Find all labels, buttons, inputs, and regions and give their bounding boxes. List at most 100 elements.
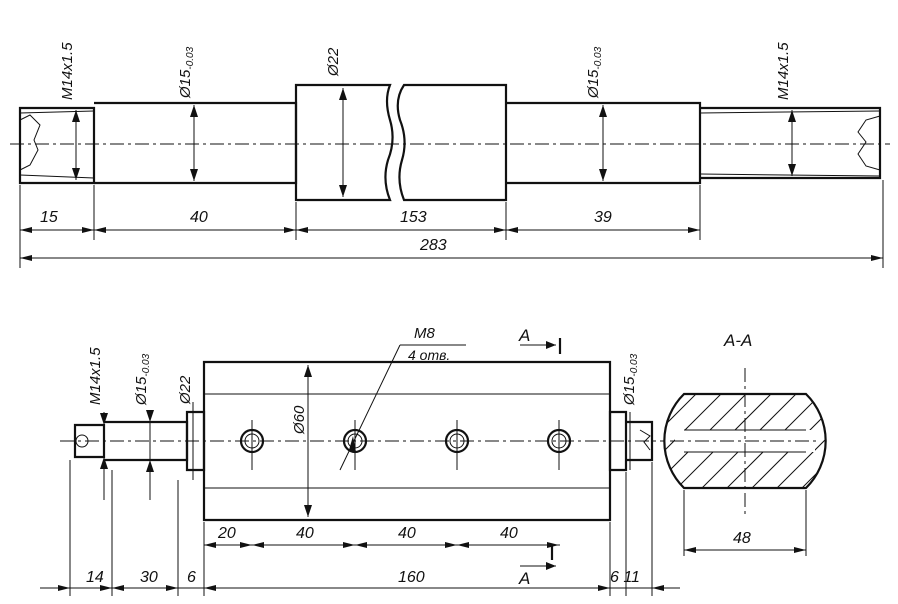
shaft-center-body-right <box>396 83 508 202</box>
dim-153: 153 <box>400 209 427 226</box>
arrowhead <box>100 585 112 591</box>
shaft-right-thread-end <box>700 106 882 180</box>
arrowhead <box>355 542 367 548</box>
hatch-line <box>734 409 826 488</box>
arrowhead <box>146 460 154 472</box>
arrowhead <box>146 410 154 422</box>
arrowhead <box>304 505 312 517</box>
arrowhead <box>112 585 124 591</box>
arrowhead <box>72 110 80 122</box>
thread-line <box>19 110 95 114</box>
hatch-line <box>664 394 751 461</box>
section-a-a: A-A 48 <box>663 331 827 556</box>
arrowhead <box>94 227 106 233</box>
arrowhead <box>190 169 198 181</box>
roller-dia60-label: Ø60 <box>291 405 308 435</box>
arrowhead <box>72 168 80 180</box>
arrowhead <box>445 542 457 548</box>
arrowhead <box>166 585 178 591</box>
section-mark-bottom: A <box>518 569 530 588</box>
arrowhead <box>652 585 664 591</box>
arrowhead <box>599 169 607 181</box>
arrowhead <box>598 585 610 591</box>
arrowhead <box>252 542 264 548</box>
arrowhead <box>546 562 556 570</box>
hatch-line <box>719 399 826 488</box>
dim-39: 39 <box>594 209 612 226</box>
bottom-length-dims: 20 40 40 40 14 30 6 160 6 11 <box>40 460 680 596</box>
thread-line <box>19 174 95 179</box>
arrowhead <box>304 365 312 377</box>
roller-thread-label: M14x1.5 <box>87 347 104 405</box>
section-title: A-A <box>723 331 752 350</box>
dim-14: 14 <box>86 569 104 586</box>
shaft-center-body-left <box>294 83 394 202</box>
left-center-hole <box>19 114 41 171</box>
dim-40: 40 <box>190 209 208 226</box>
arrowhead <box>240 542 252 548</box>
roller-right-collar <box>608 410 628 472</box>
arrowhead <box>100 457 108 469</box>
shaft-top-view <box>10 83 890 202</box>
right-center-hole <box>639 429 651 451</box>
arrowhead <box>599 105 607 117</box>
arrowhead <box>284 227 296 233</box>
thread-left-label: M14x1.5 <box>59 42 76 100</box>
arrowhead <box>339 185 347 197</box>
arrowhead <box>788 164 796 176</box>
arrowhead <box>457 542 469 548</box>
arrowhead <box>296 227 308 233</box>
dim-6-11: 6 11 <box>610 569 640 586</box>
dim-15: 15 <box>40 209 58 226</box>
arrowhead <box>546 341 556 349</box>
arrowhead <box>343 542 355 548</box>
arrowhead <box>82 227 94 233</box>
dim-40a: 40 <box>296 525 314 542</box>
right-center-hole <box>857 115 881 171</box>
hole-count: 4 отв. <box>408 347 450 363</box>
roller-bottom-view <box>60 360 665 522</box>
shaft-left-thread-end <box>18 106 96 185</box>
arrowhead <box>339 88 347 100</box>
hatch-line <box>749 419 826 488</box>
bottom-diameter-callouts: M14x1.5 Ø15-0.03 Ø22 Ø60 Ø15-0.03 M8 4 о… <box>87 325 640 588</box>
arrowhead <box>494 227 506 233</box>
roller-dia22-label: Ø22 <box>177 375 194 405</box>
section-width-dim: 48 <box>733 530 751 547</box>
m8-holes <box>239 420 572 470</box>
leader-line <box>339 344 401 471</box>
hole-label: M8 <box>414 325 435 342</box>
dim-6: 6 <box>187 569 196 586</box>
section-hatching <box>664 394 826 488</box>
arrowhead <box>788 110 796 122</box>
arrowhead <box>547 542 559 548</box>
arrowhead <box>20 255 32 261</box>
dim-40b: 40 <box>398 525 416 542</box>
section-mark-top: A <box>518 326 530 345</box>
arrowhead <box>506 227 518 233</box>
arrowhead <box>871 255 883 261</box>
dim-283: 283 <box>419 237 447 254</box>
dim-160: 160 <box>398 569 425 586</box>
dia-right-label: Ø15-0.03 <box>585 46 604 99</box>
arrowhead <box>349 436 356 452</box>
arrowhead <box>684 547 696 553</box>
thread-line <box>699 110 881 114</box>
top-length-dims: 15 40 153 39 283 <box>19 180 884 268</box>
roller-dia-right-label: Ø15-0.03 <box>621 353 640 406</box>
section-outline <box>663 392 827 490</box>
thread-right-label: M14x1.5 <box>775 42 792 100</box>
top-diameter-callouts: M14x1.5 Ø15-0.03 Ø22 Ø15-0.03 M14x1.5 <box>59 42 796 197</box>
dim-40c: 40 <box>500 525 518 542</box>
arrowhead <box>58 585 70 591</box>
arrowhead <box>204 542 216 548</box>
arrowhead <box>794 547 806 553</box>
roller-body <box>202 360 612 522</box>
roller-dia-left-label: Ø15-0.03 <box>133 353 152 406</box>
arrowhead <box>688 227 700 233</box>
dim-20: 20 <box>217 525 236 542</box>
dia-left-label: Ø15-0.03 <box>177 46 196 99</box>
shaft-right-journal <box>506 101 702 185</box>
thread-line <box>699 173 881 177</box>
